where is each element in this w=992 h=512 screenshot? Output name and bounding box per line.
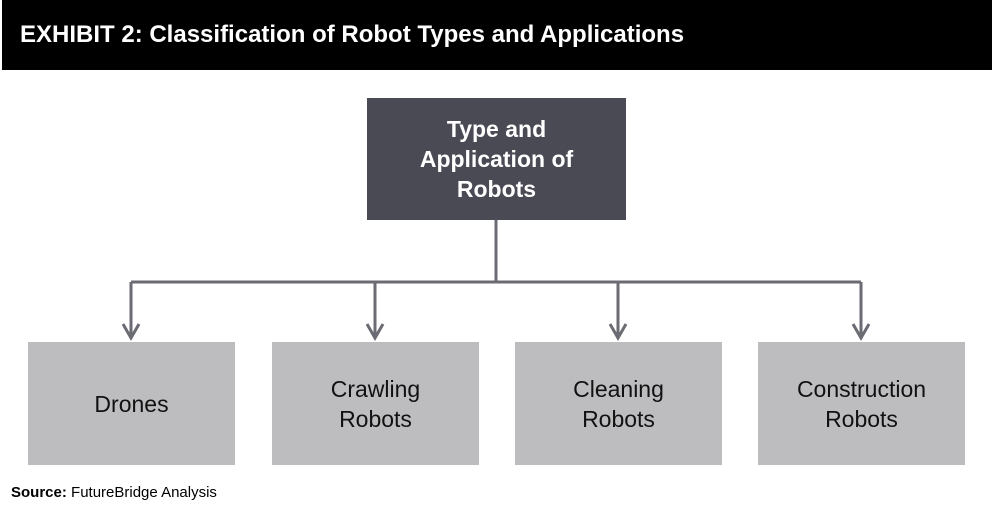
child-node-drones: Drones: [28, 342, 235, 465]
child-node-cleaning-robots: Cleaning Robots: [515, 342, 722, 465]
child-node-crawling-robots: Crawling Robots: [272, 342, 479, 465]
arrow-head-construction: [851, 323, 871, 342]
child-node-label: Crawling Robots: [330, 375, 421, 432]
arrow-head-drones: [121, 323, 141, 342]
source-note: Source: FutureBridge Analysis: [11, 484, 217, 502]
child-node-construction-robots: Construction Robots: [758, 342, 965, 465]
root-node: Type and Application of Robots: [367, 98, 626, 220]
arrow-head-cleaning: [608, 323, 628, 342]
child-node-label: Cleaning Robots: [573, 375, 664, 432]
root-node-label: Type and Application of Robots: [419, 116, 574, 202]
exhibit-header: EXHIBIT 2: Classification of Robot Types…: [2, 0, 992, 70]
exhibit-title: EXHIBIT 2: Classification of Robot Types…: [20, 21, 685, 48]
source-text: FutureBridge Analysis: [66, 484, 217, 501]
child-node-label: Construction Robots: [796, 375, 927, 432]
arrow-head-crawling: [365, 323, 385, 342]
child-node-label: Drones: [94, 390, 169, 417]
source-prefix: Source:: [11, 484, 67, 501]
